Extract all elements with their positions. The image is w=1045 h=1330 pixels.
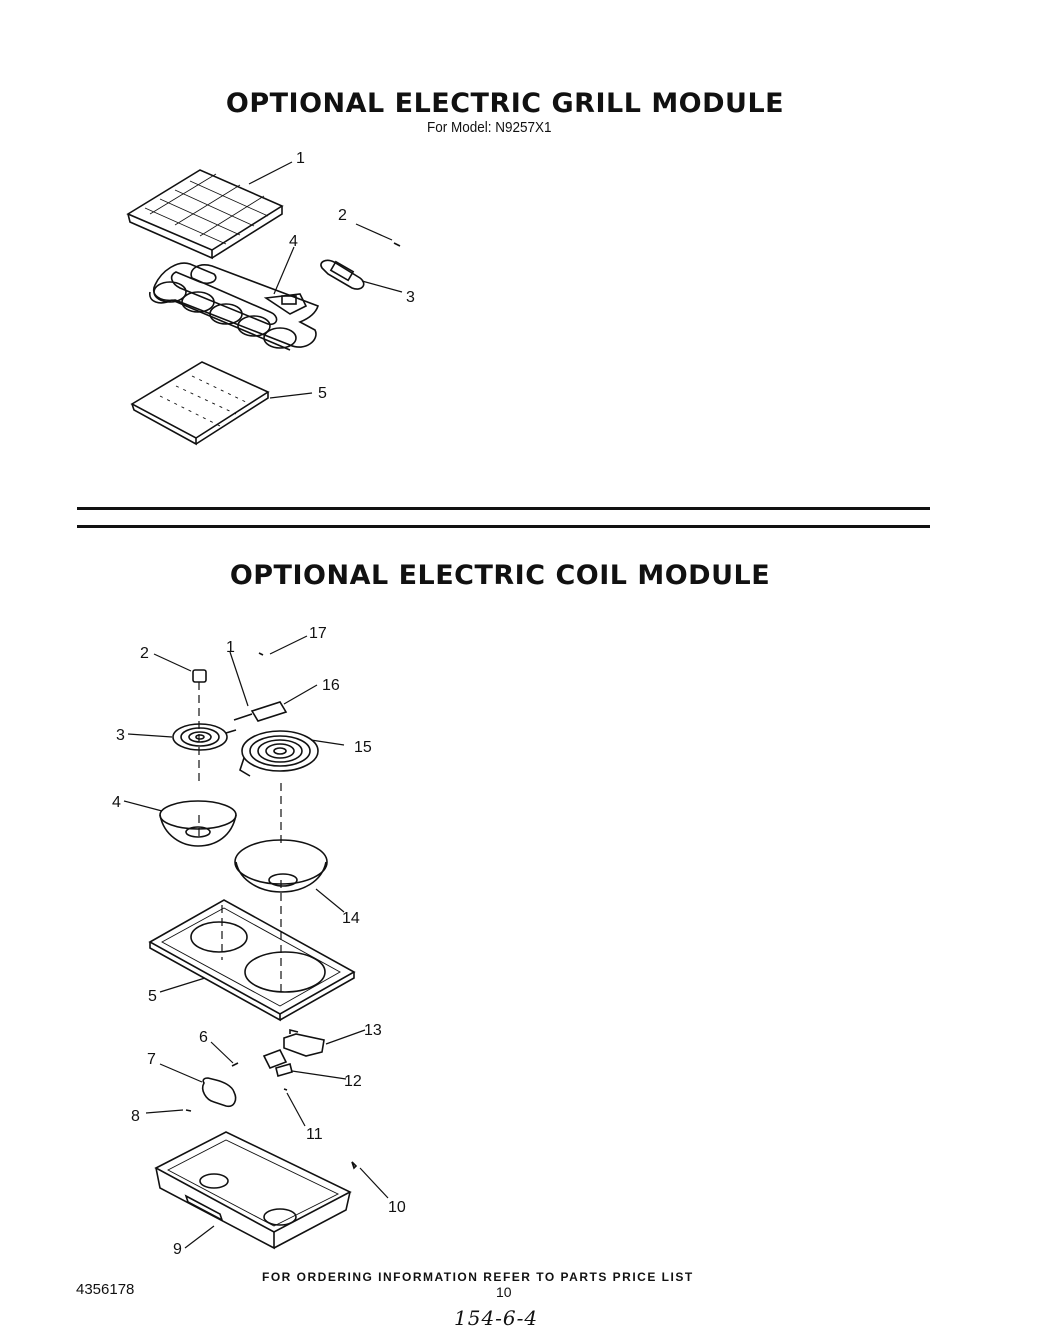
- callout-coil-3: 3: [116, 727, 125, 744]
- ordering-info: FOR ORDERING INFORMATION REFER TO PARTS …: [262, 1270, 694, 1284]
- large-drip-bowl-part: [234, 839, 328, 893]
- grill-element-part: [149, 262, 320, 351]
- grill-module-title: OPTIONAL ELECTRIC GRILL MODULE: [225, 88, 785, 119]
- grill-drip-pan-part: [130, 361, 270, 446]
- screw-6-part: [231, 1062, 239, 1067]
- callout-grill-2: 2: [338, 207, 347, 224]
- grill-screw-part: [393, 242, 401, 247]
- callout-grill-3: 3: [406, 289, 415, 306]
- screw-10-part: [351, 1161, 358, 1170]
- handwritten-note: 154-6-4: [454, 1306, 539, 1330]
- screw-8-part: [185, 1109, 192, 1112]
- callout-coil-4: 4: [112, 794, 121, 811]
- callout-coil-14: 14: [342, 910, 360, 927]
- section-divider-top: [77, 507, 930, 510]
- coil-screw-17-part: [258, 652, 264, 656]
- connector-12-part: [262, 1048, 293, 1077]
- switch-7-part: [201, 1077, 237, 1108]
- callout-coil-10: 10: [388, 1199, 406, 1216]
- coil-callouts: 1 2 3 4 5 6 7 8 9 10 11 12 13 14 15 16 1…: [112, 625, 406, 1258]
- bracket-13-part: [283, 1028, 325, 1057]
- document-number: 4356178: [76, 1281, 135, 1298]
- callout-coil-13: 13: [364, 1022, 382, 1039]
- grill-receptacle-part: [320, 259, 365, 290]
- callout-coil-7: 7: [147, 1051, 156, 1068]
- callout-coil-6: 6: [199, 1029, 208, 1046]
- callout-coil-9: 9: [173, 1241, 182, 1258]
- callout-coil-2: 2: [140, 645, 149, 662]
- base-pan-part: [154, 1131, 352, 1250]
- small-coil-element-part: [172, 723, 237, 751]
- large-coil-element-part: [239, 730, 319, 777]
- model-number: For Model: N9257X1: [427, 119, 552, 136]
- callout-coil-17: 17: [309, 625, 327, 642]
- callout-coil-15: 15: [354, 739, 372, 756]
- coil-module-title: OPTIONAL ELECTRIC COIL MODULE: [229, 560, 771, 591]
- grill-callouts: 1 2 3 4 5: [289, 150, 415, 402]
- callout-coil-1: 1: [226, 639, 235, 656]
- cooktop-plate-part: [148, 899, 356, 1022]
- callout-grill-4: 4: [289, 233, 298, 250]
- small-drip-bowl-part: [159, 800, 237, 847]
- grill-grate-part: [126, 169, 284, 260]
- screw-11-part: [283, 1088, 288, 1091]
- coil-cap-part: [192, 669, 207, 683]
- callout-coil-16: 16: [322, 677, 340, 694]
- callout-coil-11: 11: [306, 1126, 323, 1143]
- terminal-block-part: [233, 701, 288, 722]
- callout-grill-5: 5: [318, 385, 327, 402]
- callout-coil-5: 5: [148, 988, 157, 1005]
- section-divider-bottom: [77, 525, 930, 528]
- callout-grill-1: 1: [296, 150, 305, 167]
- callout-coil-8: 8: [131, 1108, 140, 1125]
- page-number: 10: [496, 1284, 512, 1300]
- callout-coil-12: 12: [344, 1073, 362, 1090]
